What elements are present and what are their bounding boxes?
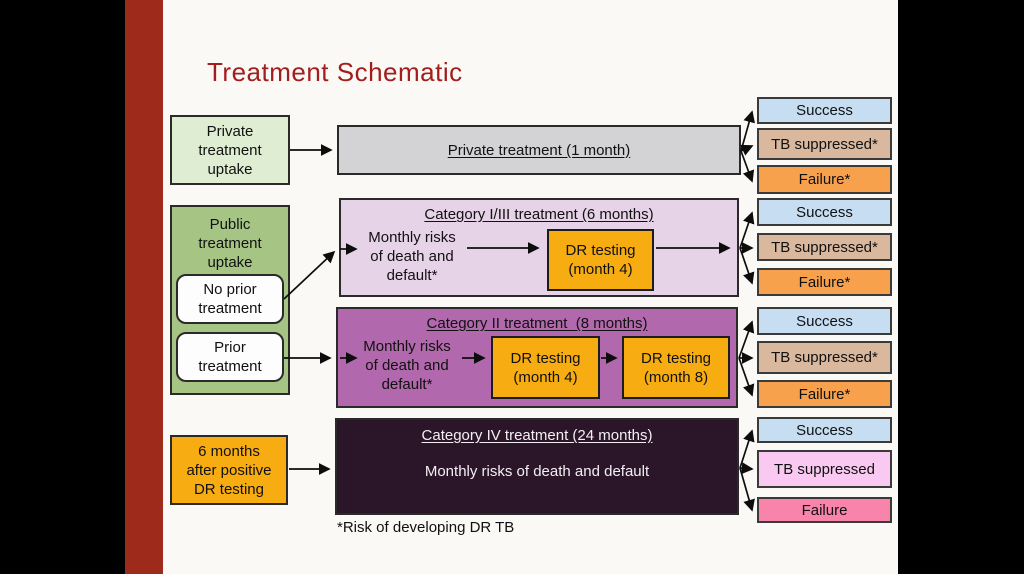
box-category-1-3-title: Category I/III treatment (6 months) [424,206,654,223]
outcome-failure-private: Failure* [757,165,892,194]
outcome-tb-suppressed-cat2: TB suppressed* [757,341,892,374]
letterbox-right [898,0,1024,574]
box-private-treatment-title: Private treatment (1 month) [447,141,631,159]
box-category-4: Category IV treatment (24 months) Monthl… [335,418,739,515]
box-category-1-3: Category I/III treatment (6 months) Mont… [339,198,739,297]
box-prior-treatment-label: Prior treatment [198,339,262,375]
box-no-prior-treatment: No prior treatment [176,274,284,324]
box-dr-testing-m4-cat13: DR testing (month 4) [547,229,654,291]
box-category-4-title: Category IV treatment (24 months) [421,427,653,444]
box-private-uptake: Private treatment uptake [170,115,290,185]
box-prior-treatment: Prior treatment [176,332,284,382]
box-category-2: Category II treatment (8 months) Monthly… [336,307,738,408]
outcome-success-private: Success [757,97,892,124]
box-dr-testing-m8-cat2: DR testing (month 8) [622,336,730,399]
footnote: *Risk of developing DR TB [337,519,515,536]
box-private-uptake-label: Private treatment uptake [198,122,262,178]
box-dr-testing-m4-cat2: DR testing (month 4) [491,336,600,399]
outcome-success-cat13: Success [757,198,892,226]
text-monthly-risks-cat13: Monthly risks of death and default* [368,229,456,284]
box-private-treatment: Private treatment (1 month) [337,125,741,175]
outcome-tb-suppressed-cat4: TB suppressed [757,450,892,488]
outcome-failure-cat13: Failure* [757,268,892,296]
slide-accent-bar [125,0,163,574]
box-no-prior-treatment-label: No prior treatment [198,281,262,317]
outcome-success-cat4: Success [757,417,892,443]
outcome-tb-suppressed-cat13: TB suppressed* [757,233,892,261]
box-category-2-title: Category II treatment (8 months) [426,315,648,332]
outcome-tb-suppressed-private: TB suppressed* [757,128,892,160]
slide-title: Treatment Schematic [207,57,463,87]
box-public-uptake-label: Public treatment uptake [198,216,262,271]
text-monthly-risks-cat2: Monthly risks of death and default* [363,338,451,393]
text-monthly-risks-cat4: Monthly risks of death and default [424,463,650,480]
outcome-failure-cat4: Failure [757,497,892,523]
box-six-months-dr: 6 months after positive DR testing [170,435,288,505]
letterbox-left [0,0,125,574]
outcome-failure-cat2: Failure* [757,380,892,408]
box-six-months-dr-label: 6 months after positive DR testing [186,442,272,498]
outcome-success-cat2: Success [757,307,892,335]
